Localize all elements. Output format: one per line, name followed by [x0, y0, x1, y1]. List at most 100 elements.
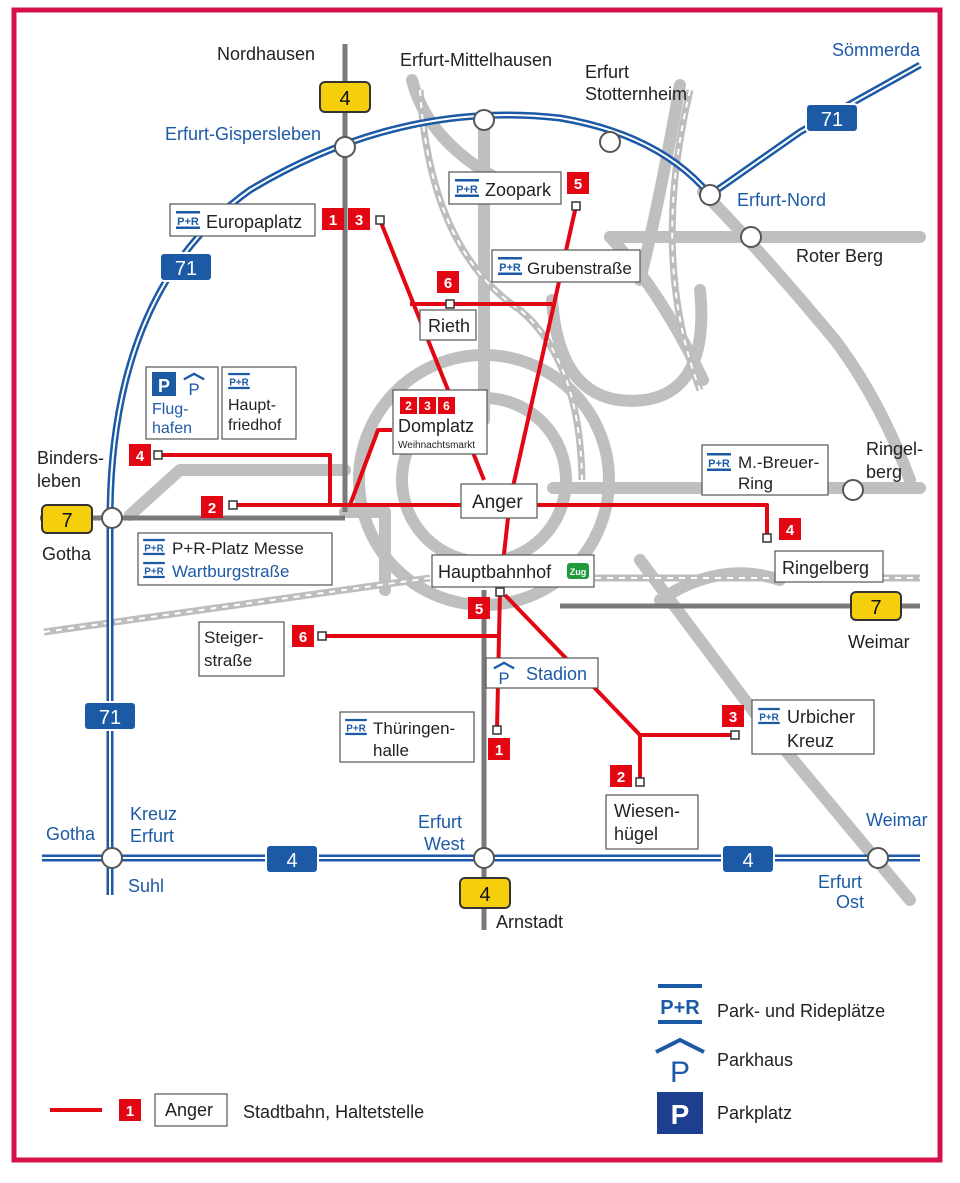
svg-text:Rieth: Rieth: [428, 316, 470, 336]
poi-flughafen[interactable]: P Flug- hafen: [145, 366, 219, 440]
svg-text:hügel: hügel: [614, 824, 658, 844]
svg-text:2: 2: [617, 769, 625, 786]
svg-text:5: 5: [574, 176, 582, 193]
svg-text:Hauptbahnhof: Hauptbahnhof: [438, 562, 552, 582]
svg-text:Haupt-: Haupt-: [228, 397, 276, 414]
stop-steigerstrasse[interactable]: Steiger- straße: [198, 621, 285, 677]
svg-text:2: 2: [405, 399, 412, 413]
place-soemmerda: Sömmerda: [832, 40, 921, 60]
place-gotha-2: Gotha: [46, 824, 96, 844]
badge-ringelberg-4: 4: [779, 518, 801, 540]
stop-zoopark[interactable]: Zoopark: [448, 171, 562, 205]
place-suhl: Suhl: [128, 876, 164, 896]
svg-text:3: 3: [355, 212, 363, 229]
legend-tram-text: Stadtbahn, Haltetstelle: [243, 1102, 424, 1122]
badge-wiesenhuegel-2: 2: [610, 765, 632, 787]
shield-b7-east: 7: [850, 591, 902, 621]
svg-text:3: 3: [729, 709, 737, 726]
place-mittelhausen: Erfurt-Mittelhausen: [400, 50, 552, 70]
svg-text:4: 4: [339, 88, 350, 110]
svg-text:2: 2: [208, 500, 216, 517]
badge-domplatz-2: 2: [400, 397, 417, 414]
stop-europaplatz[interactable]: Europaplatz: [169, 203, 316, 237]
svg-text:6: 6: [444, 275, 452, 292]
place-gotha: Gotha: [42, 544, 92, 564]
svg-text:71: 71: [99, 707, 121, 729]
svg-text:6: 6: [299, 629, 307, 646]
shield-a4-east: 4: [721, 844, 775, 874]
svg-text:Kreuz: Kreuz: [787, 731, 834, 751]
shield-b7-west: 7: [41, 504, 93, 534]
stop-grubenstrasse[interactable]: Grubenstraße: [491, 249, 641, 283]
terminal-dots: [153, 201, 772, 787]
badge-hbf-5: 5: [468, 597, 490, 619]
place-stotternheim-2: Stotternheim: [585, 84, 687, 104]
svg-text:Flug-: Flug-: [152, 401, 188, 418]
place-labels-blue: Sömmerda Erfurt-Gispersleben Erfurt-Nord…: [46, 40, 928, 912]
svg-text:71: 71: [821, 109, 843, 131]
junctions: [101, 109, 889, 869]
stop-thueringenhalle[interactable]: Thüringen- halle: [339, 711, 475, 763]
svg-text:3: 3: [424, 399, 431, 413]
junction-kreuz-erfurt: [101, 847, 123, 869]
svg-text:M.-Breuer-: M.-Breuer-: [738, 453, 819, 472]
svg-text:straße: straße: [204, 651, 252, 670]
legend: P+R Park- und Rideplätze P Parkhaus P Pa…: [50, 982, 885, 1134]
svg-text:4: 4: [742, 850, 753, 872]
svg-text:Urbicher: Urbicher: [787, 707, 855, 727]
svg-text:friedhof: friedhof: [228, 417, 282, 434]
svg-text:hafen: hafen: [152, 420, 192, 437]
place-stotternheim-1: Erfurt: [585, 62, 629, 82]
svg-text:P: P: [671, 1099, 690, 1130]
poi-hauptfriedhof[interactable]: Haupt- friedhof: [221, 366, 297, 440]
place-kreuz-erfurt-1: Kreuz: [130, 804, 177, 824]
svg-text:Grubenstraße: Grubenstraße: [527, 259, 632, 278]
stop-anger[interactable]: Anger: [460, 483, 538, 519]
svg-text:1: 1: [495, 742, 503, 759]
junction-erfurt-west: [473, 847, 495, 869]
railways: [43, 89, 920, 636]
svg-text:Anger: Anger: [472, 492, 523, 513]
svg-text:Stadion: Stadion: [526, 664, 587, 684]
shield-a71-west-south: 71: [83, 701, 137, 731]
svg-text:5: 5: [475, 601, 483, 618]
stop-urbicher-kreuz[interactable]: Urbicher Kreuz: [751, 699, 875, 755]
stop-ringelberg[interactable]: Ringelberg: [774, 550, 884, 583]
badge-bindersleben-4: 4: [129, 444, 151, 466]
place-erfurt-nord: Erfurt-Nord: [737, 190, 826, 210]
place-ringelberg-2: berg: [866, 462, 902, 482]
svg-text:halle: halle: [373, 741, 409, 760]
place-gispersleben: Erfurt-Gispersleben: [165, 124, 321, 144]
svg-text:Steiger-: Steiger-: [204, 628, 264, 647]
place-nordhausen: Nordhausen: [217, 44, 315, 64]
legend-parkhaus-text: Parkhaus: [717, 1050, 793, 1070]
place-labels: Nordhausen Erfurt-Mittelhausen Erfurt St…: [37, 44, 923, 932]
svg-text:6: 6: [443, 399, 450, 413]
zug-badge: Zug: [570, 567, 587, 577]
svg-text:Ringelberg: Ringelberg: [782, 558, 869, 578]
stop-hauptbahnhof[interactable]: Hauptbahnhof Zug: [431, 554, 595, 588]
shield-b4-north: 4: [319, 81, 371, 113]
junction-erfurt-nord: [699, 184, 721, 206]
badge-urbicher-3: 3: [722, 705, 744, 727]
place-arnstadt: Arnstadt: [496, 912, 563, 932]
junction-roter-berg: [740, 226, 762, 248]
stop-messe-wartburg[interactable]: P+R-Platz Messe Wartburgstraße: [137, 532, 333, 586]
badge-domplatz-3: 3: [419, 397, 436, 414]
svg-text:4: 4: [786, 522, 795, 539]
stop-breuer-ring[interactable]: M.-Breuer- Ring: [701, 444, 829, 496]
svg-text:Thüringen-: Thüringen-: [373, 719, 455, 738]
svg-text:71: 71: [175, 258, 197, 280]
svg-text:Zoopark: Zoopark: [485, 180, 552, 200]
place-erfurt-ost-1: Erfurt: [818, 872, 862, 892]
legend-pr: P+R Park- und Rideplätze: [657, 982, 885, 1028]
svg-text:Weihnachtsmarkt: Weihnachtsmarkt: [398, 440, 475, 451]
stop-wiesenhuegel[interactable]: Wiesen- hügel: [605, 794, 699, 850]
svg-text:4: 4: [136, 448, 145, 465]
place-roter-berg: Roter Berg: [796, 246, 883, 266]
shield-a4-mid: 4: [265, 844, 319, 874]
stop-rieth[interactable]: Rieth: [419, 309, 477, 341]
place-erfurt-west-2: West: [424, 834, 465, 854]
stop-stadion[interactable]: Stadion: [485, 657, 599, 689]
